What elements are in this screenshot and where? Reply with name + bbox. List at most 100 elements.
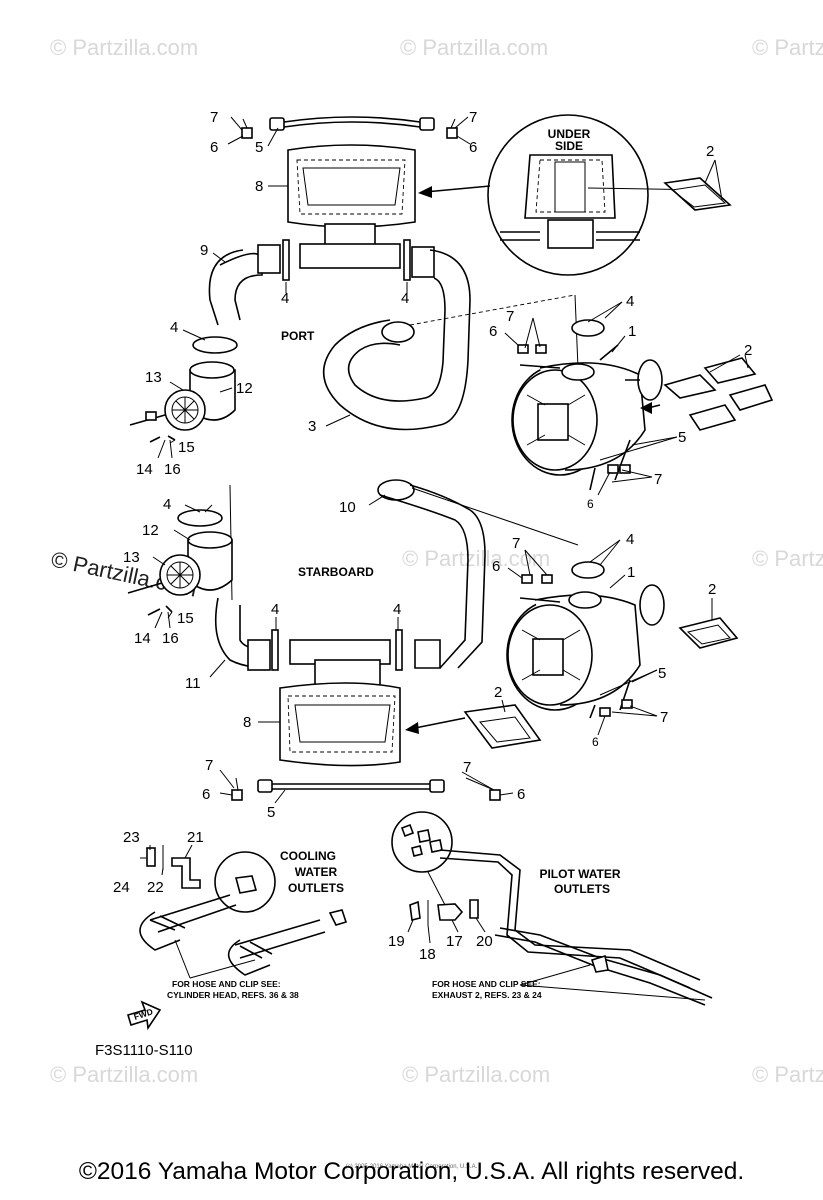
strap-bottom [231, 777, 501, 801]
ref-number: 3 [308, 418, 316, 435]
watermark: © Partzilla.com [50, 1062, 198, 1087]
ref-number: 7 [512, 535, 520, 552]
ref-number: 8 [243, 714, 251, 731]
ref-number: 2 [706, 143, 714, 160]
ref-number: 7 [205, 757, 213, 774]
underside-inset: UNDER SIDE [487, 114, 709, 276]
ref-number: 7 [463, 759, 471, 776]
ref-number: 16 [164, 461, 181, 478]
ref-number: 17 [446, 933, 463, 950]
ref-number: 7 [210, 109, 218, 126]
arrow-to-airbox-bottom [405, 717, 466, 734]
ref-number: 15 [178, 439, 195, 456]
elbow-starboard [127, 509, 233, 616]
pilot-water-outlets: PILOT WATER OUTLETS FOR HOSE AND CLIP SE… [391, 811, 713, 1006]
starboard-assembly: STARBOARD [127, 479, 739, 801]
ref-number: 6 [469, 139, 477, 156]
ref-number: 20 [476, 933, 493, 950]
under-label: UNDER [548, 127, 591, 141]
pilot-note-2: EXHAUST 2, REFS. 23 & 24 [432, 990, 542, 1000]
cooling-note-2: CYLINDER HEAD, REFS. 36 & 38 [167, 990, 299, 1000]
ref-number: 7 [469, 109, 477, 126]
figure-code: F3S1110-S110 [95, 1042, 193, 1059]
ref-number: 4 [626, 293, 634, 310]
cooling-label-1: COOLING [280, 849, 336, 863]
ref-number: 16 [162, 630, 179, 647]
watermark: © Partzilla.com [752, 546, 823, 571]
ref-number: 4 [626, 531, 634, 548]
ref-number: 19 [388, 933, 405, 950]
cable-tie [395, 629, 403, 671]
ref-number: 6 [517, 786, 525, 803]
air-box-bottom [279, 659, 401, 767]
hose-10 [377, 479, 486, 669]
duct-11 [214, 597, 271, 671]
cable-tie [282, 239, 290, 281]
reference-numbers: 7 6 5 7 6 8 2 9 4 4 4 4 7 6 1 2 13 12 3 … [113, 109, 752, 963]
ref-number: 24 [113, 879, 130, 896]
ref-number: 12 [142, 522, 159, 539]
air-filter-starboard [506, 561, 665, 719]
ref-number: 6 [210, 139, 218, 156]
ref-number: 9 [200, 242, 208, 259]
ref-number: 23 [123, 829, 140, 846]
ref-number: 2 [744, 342, 752, 359]
cable-tie [403, 239, 411, 281]
ref-number: 2 [494, 684, 502, 701]
ref-number: 4 [281, 290, 289, 307]
duct-9 [208, 244, 281, 326]
strap-top [241, 116, 458, 139]
port-label: PORT [281, 329, 315, 343]
ref-number: 5 [255, 139, 263, 156]
ref-number: 7 [654, 471, 662, 488]
ref-number: 11 [185, 675, 201, 692]
watermark: © Partzilla.com [752, 35, 823, 60]
filter-sheets-right [640, 354, 774, 431]
ref-number: 21 [187, 829, 204, 846]
ref-number: 1 [627, 564, 635, 581]
watermark: © Partzilla.com [402, 1062, 550, 1087]
pilot-note-1: FOR HOSE AND CLIP SEE: [432, 979, 541, 989]
clips-port-top [517, 319, 631, 474]
small-copyright: (c) 2005-2016 Yamaha Motor Corporation, … [345, 1164, 478, 1170]
ref-number: 15 [177, 610, 194, 627]
arrow-to-airbox [418, 185, 491, 198]
ref-number: 4 [163, 496, 171, 513]
ref-number: 7 [506, 308, 514, 325]
ref-number: 6 [492, 558, 500, 575]
cooling-water-outlets: COOLING WATER OUTLETS FOR HOSE AND CLIP … [95, 845, 348, 1059]
ref-number: 14 [136, 461, 153, 478]
filter-sheet-top [663, 159, 732, 211]
ref-number: 4 [393, 601, 401, 618]
ref-number: 10 [339, 499, 356, 516]
ref-number: 12 [236, 380, 253, 397]
side-label: SIDE [555, 139, 583, 153]
air-box-top [287, 144, 416, 269]
pilot-label-2: OUTLETS [554, 882, 610, 896]
ref-number: 14 [134, 630, 151, 647]
cable-tie [271, 629, 279, 671]
watermark: © Partzilla.com [50, 35, 198, 60]
starboard-label: STARBOARD [298, 565, 374, 579]
ref-number: 6 [592, 735, 599, 749]
duct-stub [411, 246, 435, 278]
filter-sheet-bottom [463, 699, 542, 749]
cooling-label-3: OUTLETS [288, 881, 344, 895]
ref-number: 4 [271, 601, 279, 618]
elbow-port [129, 336, 238, 443]
ref-number: 5 [658, 665, 666, 682]
ref-number: 8 [255, 178, 263, 195]
ref-number: 4 [401, 290, 409, 307]
ref-number: 6 [587, 497, 594, 511]
clip-23 [146, 847, 156, 867]
leader-lines [140, 116, 678, 944]
ref-number: 2 [708, 581, 716, 598]
pilot-label-1: PILOT WATER [539, 867, 620, 881]
watermark: © Partzilla.com [400, 35, 548, 60]
ref-number: 13 [123, 549, 140, 566]
hose-3 [322, 249, 471, 431]
cooling-note-1: FOR HOSE AND CLIP SEE: [172, 979, 281, 989]
fwd-arrow: FWD [127, 1000, 162, 1031]
ref-number: 18 [419, 946, 436, 963]
